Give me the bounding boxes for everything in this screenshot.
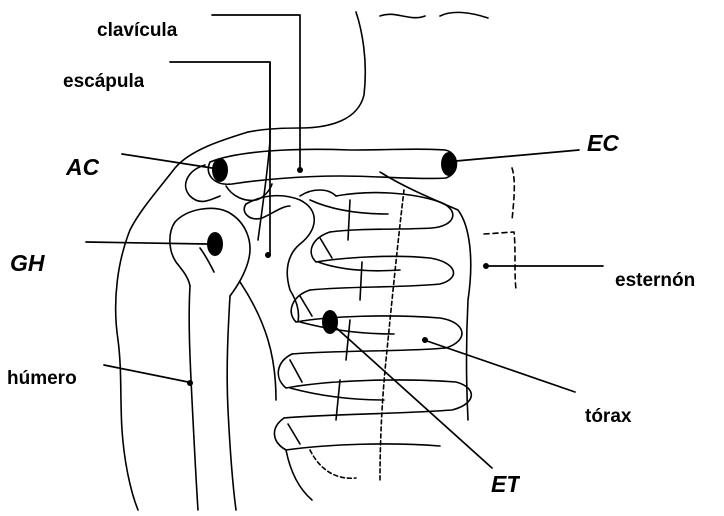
gh-joint-dot [207, 232, 223, 256]
label-esternon: esternón [615, 271, 695, 290]
label-ec: EC [587, 132, 619, 153]
ec-leader [456, 150, 579, 161]
torax-leader [427, 341, 575, 392]
humero-leader [104, 365, 188, 382]
label-humero: húmero [7, 369, 77, 388]
rib-cage [274, 172, 516, 500]
joint-markers [187, 152, 489, 386]
ac-leader [122, 154, 212, 168]
clavicle-shape [208, 149, 456, 184]
leader-lines [86, 15, 603, 468]
shoulder-outline [116, 132, 272, 510]
label-escapula: escápula [63, 72, 144, 91]
torax-point [422, 337, 428, 343]
et-joint-dot [322, 310, 338, 334]
clavicula-leader [212, 15, 300, 170]
et-leader [332, 324, 492, 468]
neck-outline [248, 12, 514, 220]
scapula-shape [244, 62, 336, 322]
label-clavicula: clavícula [97, 21, 177, 40]
ec-joint-dot [441, 152, 457, 176]
label-torax: tórax [585, 407, 631, 426]
humerus-shape [170, 208, 276, 510]
gh-leader [86, 242, 207, 244]
label-ac: AC [66, 156, 99, 177]
label-gh: GH [10, 252, 45, 273]
humero-point [187, 380, 193, 386]
label-et: ET [491, 473, 520, 494]
ac-joint-dot [212, 158, 228, 182]
